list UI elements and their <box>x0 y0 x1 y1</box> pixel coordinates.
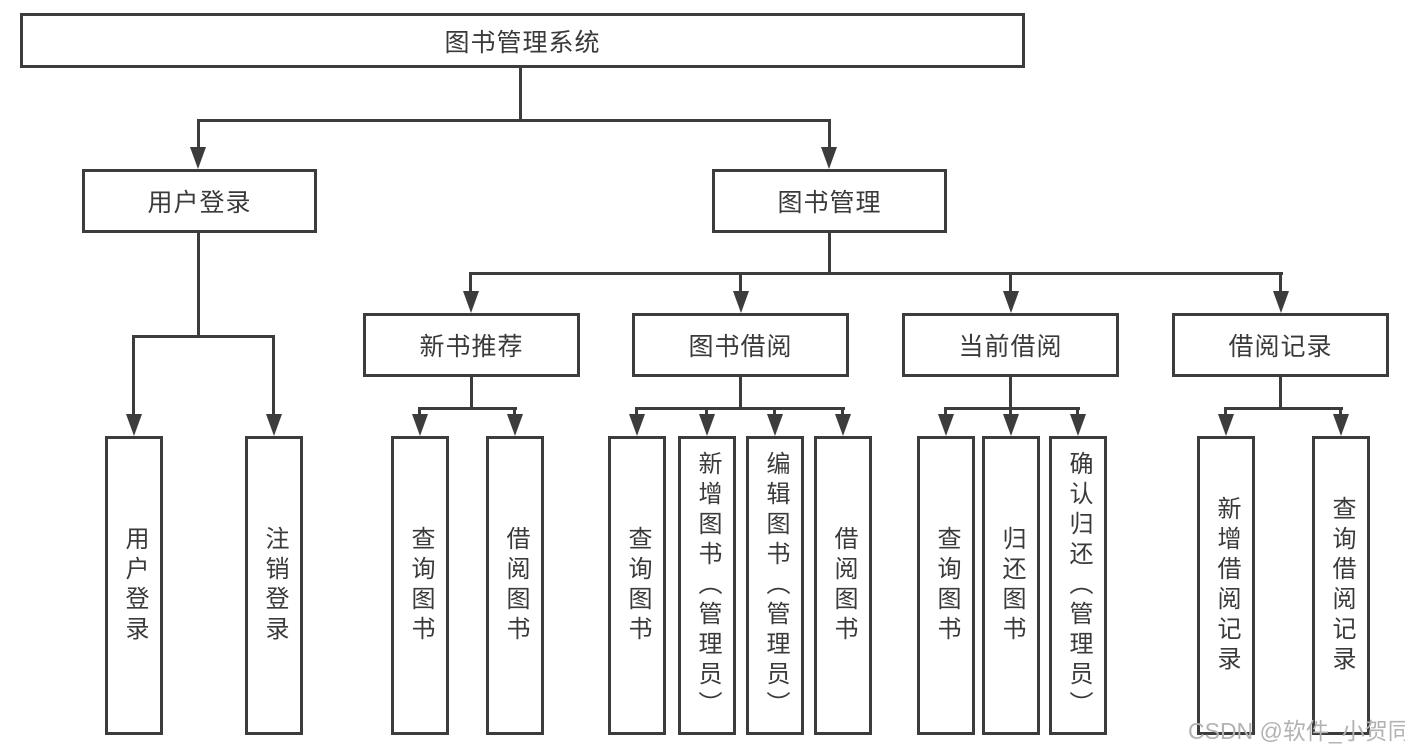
leaf-query-books-3: 查询图书 <box>917 436 975 735</box>
connector-line-v <box>1009 407 1012 419</box>
node-label: 编辑图书（管理员） <box>762 450 789 721</box>
leaf-query-books-1: 查询图书 <box>391 436 449 735</box>
arrow-down-icon <box>1003 414 1019 436</box>
leaf-logout: 注销登录 <box>245 436 303 735</box>
node-label: 查询图书 <box>933 525 960 646</box>
connector-line-v <box>773 407 776 419</box>
arrow-down-icon <box>463 291 479 313</box>
arrow-down-icon <box>733 291 749 313</box>
node-label: 用户登录 <box>147 189 252 217</box>
arrow-down-icon <box>938 414 954 436</box>
node-label: 新增图书（管理员） <box>694 450 721 721</box>
node-label: 用户登录 <box>121 525 148 646</box>
node-label: 借阅图书 <box>830 525 857 646</box>
arrow-down-icon <box>1273 291 1289 313</box>
connector-line-h <box>132 335 275 338</box>
node-label: 借阅记录 <box>1228 333 1333 361</box>
node-label: 查询图书 <box>407 525 434 646</box>
connector-line-v <box>469 272 472 294</box>
connector-line-v <box>470 377 473 410</box>
connector-line-v <box>1009 272 1012 294</box>
leaf-user-login: 用户登录 <box>105 436 163 735</box>
arrow-down-icon <box>1070 414 1086 436</box>
arrow-down-icon <box>1218 414 1234 436</box>
node-label: 借阅图书 <box>502 525 529 646</box>
arrow-down-icon <box>821 147 837 169</box>
connector-line-v <box>828 233 831 275</box>
connector-line-h <box>944 407 1080 410</box>
connector-line-v <box>1076 407 1079 419</box>
connector-line-v <box>1339 407 1342 419</box>
connector-line-v <box>272 335 275 417</box>
connector-line-v <box>418 407 421 419</box>
connector-line-h <box>1224 407 1343 410</box>
leaf-query-books-2: 查询图书 <box>608 436 666 735</box>
leaf-add-borrow-record: 新增借阅记录 <box>1197 436 1255 735</box>
connector-line-v <box>1279 272 1282 294</box>
node-label: 图书管理系统 <box>444 28 601 57</box>
leaf-edit-book-admin: 编辑图书（管理员） <box>746 436 804 735</box>
arrow-down-icon <box>126 414 142 436</box>
arrow-down-icon <box>835 414 851 436</box>
watermark: CSDN @软件_小贺同学 <box>1188 718 1405 744</box>
connector-line-h <box>635 407 845 410</box>
leaf-query-borrow-record: 查询借阅记录 <box>1312 436 1370 735</box>
leaf-return-books: 归还图书 <box>982 436 1040 735</box>
connector-line-v <box>739 272 742 294</box>
connector-line-v <box>828 119 831 151</box>
node-label: 查询图书 <box>624 525 651 646</box>
node-borrowing-records: 借阅记录 <box>1172 313 1389 377</box>
arrow-down-icon <box>767 414 783 436</box>
connector-line-v <box>197 119 200 151</box>
connector-line-h <box>197 119 831 122</box>
arrow-down-icon <box>629 414 645 436</box>
leaf-add-book-admin: 新增图书（管理员） <box>678 436 736 735</box>
arrow-down-icon <box>699 414 715 436</box>
connector-line-v <box>739 377 742 410</box>
connector-line-v <box>513 407 516 419</box>
node-label: 新增借阅记录 <box>1213 495 1240 676</box>
connector-line-v <box>1279 377 1282 410</box>
connector-line-v <box>519 67 522 122</box>
node-new-book-recommend: 新书推荐 <box>363 313 580 377</box>
arrow-down-icon <box>412 414 428 436</box>
node-label: 查询借阅记录 <box>1328 495 1355 676</box>
connector-line-v <box>1224 407 1227 419</box>
node-label: 确认归还（管理员） <box>1065 450 1092 721</box>
arrow-down-icon <box>1003 291 1019 313</box>
node-library-management-system: 图书管理系统 <box>20 13 1025 68</box>
connector-line-v <box>944 407 947 419</box>
arrow-down-icon <box>266 414 282 436</box>
connector-line-v <box>841 407 844 419</box>
node-label: 注销登录 <box>261 525 288 646</box>
node-label: 归还图书 <box>998 525 1025 646</box>
node-label: 图书借阅 <box>688 333 793 361</box>
node-user-login: 用户登录 <box>82 169 317 233</box>
connector-line-h <box>418 407 517 410</box>
arrow-down-icon <box>1333 414 1349 436</box>
node-label: 当前借阅 <box>958 333 1063 361</box>
connector-line-h <box>469 272 1283 275</box>
connector-line-v <box>705 407 708 419</box>
node-book-borrowing: 图书借阅 <box>632 313 849 377</box>
node-label: 新书推荐 <box>419 333 524 361</box>
leaf-confirm-return-admin: 确认归还（管理员） <box>1049 436 1107 735</box>
connector-line-v <box>197 233 200 338</box>
leaf-borrow-books-1: 借阅图书 <box>486 436 544 735</box>
connector-line-v <box>132 335 135 417</box>
connector-line-v <box>635 407 638 419</box>
node-book-management: 图书管理 <box>712 169 947 233</box>
arrow-down-icon <box>190 147 206 169</box>
connector-line-v <box>1009 377 1012 410</box>
leaf-borrow-books-2: 借阅图书 <box>814 436 872 735</box>
arrow-down-icon <box>507 414 523 436</box>
node-label: 图书管理 <box>777 189 882 217</box>
node-current-borrowing: 当前借阅 <box>902 313 1119 377</box>
